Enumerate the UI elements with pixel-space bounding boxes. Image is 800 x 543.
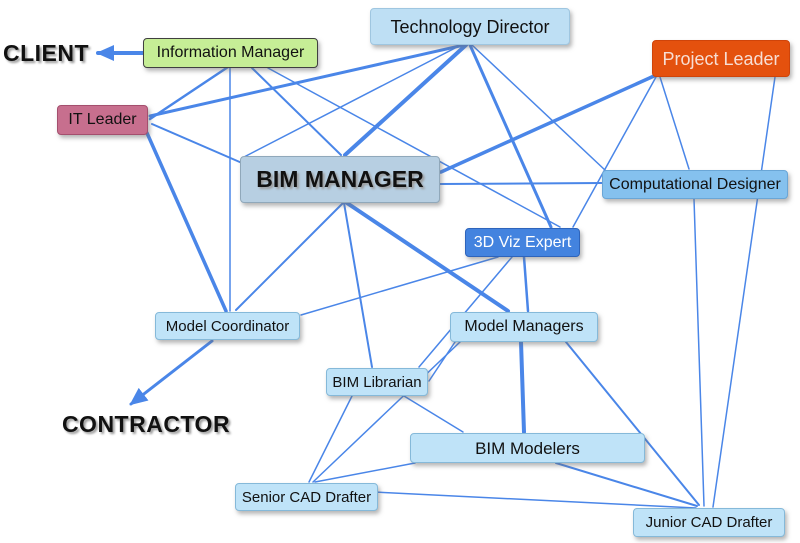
edge-model-managers--bim-modelers bbox=[519, 340, 526, 434]
edge-senior-cad-drafter--bim-modelers bbox=[314, 462, 416, 483]
edge-project-leader--junior-cad-drafter bbox=[712, 76, 776, 508]
edge-it-leader--information-manager bbox=[148, 65, 230, 121]
edge-model-managers--bim-librarian bbox=[428, 341, 456, 382]
node-viz-expert: 3D Viz Expert bbox=[465, 228, 580, 257]
edge-technology-director--computational-designer bbox=[471, 44, 607, 172]
edge-bim-manager--model-coordinator bbox=[235, 202, 344, 311]
edge-viz-expert--model-managers bbox=[522, 255, 530, 313]
edge-bim-librarian--bim-modelers bbox=[403, 395, 464, 433]
node-bim-manager: BIM MANAGER bbox=[240, 156, 440, 203]
edge-model-coordinator--contractor-label bbox=[129, 339, 214, 406]
node-senior-cad-drafter: Senior CAD Drafter bbox=[235, 483, 378, 511]
node-information-manager: Information Manager bbox=[143, 38, 318, 68]
edge-project-leader--viz-expert bbox=[572, 76, 657, 228]
edge-bim-modelers--junior-cad-drafter bbox=[555, 462, 698, 507]
node-it-leader: IT Leader bbox=[57, 105, 148, 135]
node-project-leader: Project Leader bbox=[652, 40, 790, 77]
edge-information-manager--bim-manager bbox=[251, 67, 342, 156]
edge-project-leader--bim-manager bbox=[439, 74, 656, 174]
edge-technology-director--bim-manager bbox=[243, 44, 462, 158]
edge-senior-cad-drafter--junior-cad-drafter bbox=[373, 491, 697, 509]
edge-project-leader--computational-designer bbox=[659, 76, 690, 170]
node-client-label: CLIENT bbox=[2, 39, 90, 66]
node-bim-librarian: BIM Librarian bbox=[326, 368, 428, 396]
edge-it-leader--technology-director bbox=[148, 43, 466, 118]
node-model-coordinator: Model Coordinator bbox=[155, 312, 300, 340]
node-contractor-label: CONTRACTOR bbox=[61, 410, 231, 437]
node-technology-director: Technology Director bbox=[370, 8, 570, 45]
node-computational-designer: Computational Designer bbox=[602, 170, 788, 199]
edge-bim-manager--bim-librarian bbox=[343, 202, 373, 368]
node-model-managers: Model Managers bbox=[450, 312, 598, 342]
edge-viz-expert--model-coordinator bbox=[300, 256, 499, 316]
edge-it-leader--bim-manager bbox=[151, 123, 243, 164]
edge-model-managers--senior-cad-drafter bbox=[312, 341, 461, 483]
edge-technology-director--viz-expert bbox=[468, 43, 553, 229]
edge-it-leader--model-coordinator bbox=[145, 131, 228, 313]
node-bim-modelers: BIM Modelers bbox=[410, 433, 645, 463]
node-junior-cad-drafter: Junior CAD Drafter bbox=[633, 508, 785, 537]
edge-computational-designer--junior-cad-drafter bbox=[693, 198, 705, 507]
edge-bim-librarian--senior-cad-drafter bbox=[308, 395, 353, 483]
edge-bim-manager--computational-designer bbox=[439, 182, 603, 185]
edge-information-manager--viz-expert bbox=[267, 67, 561, 228]
edge-technology-director--bim-manager bbox=[343, 43, 468, 157]
edge-model-managers--junior-cad-drafter bbox=[565, 341, 700, 506]
